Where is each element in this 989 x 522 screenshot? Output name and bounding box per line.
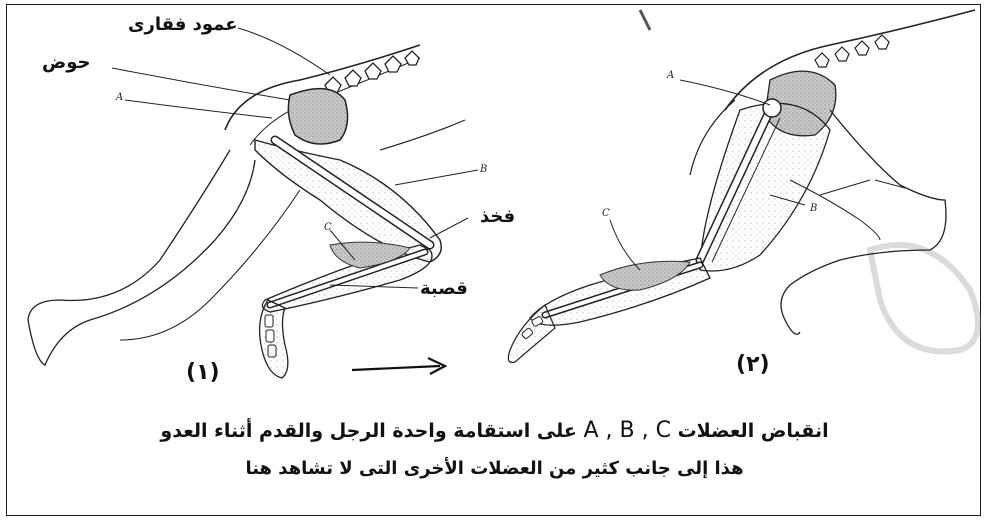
figure-2-number: (٢) <box>736 352 770 377</box>
caption-line-2: هذا إلى جانب كثير من العضلات الأخرى التى… <box>0 458 989 479</box>
spine-vertebrae-1 <box>325 51 419 93</box>
fig1-label-a: A <box>116 92 123 103</box>
watermark-stroke <box>640 10 650 30</box>
pelvis-1 <box>288 89 347 144</box>
figure-1-number: (١) <box>186 360 220 385</box>
watermark-shape <box>870 245 978 351</box>
figure-2-drawing <box>508 10 975 363</box>
fig2-label-b: B <box>810 203 817 214</box>
caption-line-1-end: على استقامة واحدة الرجل والقدم أثناء الع… <box>160 420 576 442</box>
fig2-label-c: C <box>602 208 610 219</box>
direction-arrow <box>352 358 445 374</box>
label-femur: فخذ <box>480 206 515 227</box>
label-shin: قصبة <box>420 278 468 299</box>
fig1-label-c: C <box>324 222 332 233</box>
fig2-label-a: A <box>667 70 674 81</box>
label-pelvis: حوض <box>42 52 90 73</box>
hind-leg-1 <box>28 150 255 365</box>
caption-muscle-letters: A , B , C <box>584 418 671 443</box>
figure-1-drawing <box>28 28 478 378</box>
label-spine: عمود فقارى <box>128 14 238 35</box>
caption-line-1-start: انقباض العضلات <box>678 420 829 442</box>
fig1-label-b: B <box>480 164 487 175</box>
caption-line-1: انقباض العضلات A , B , C على استقامة واح… <box>0 418 989 443</box>
